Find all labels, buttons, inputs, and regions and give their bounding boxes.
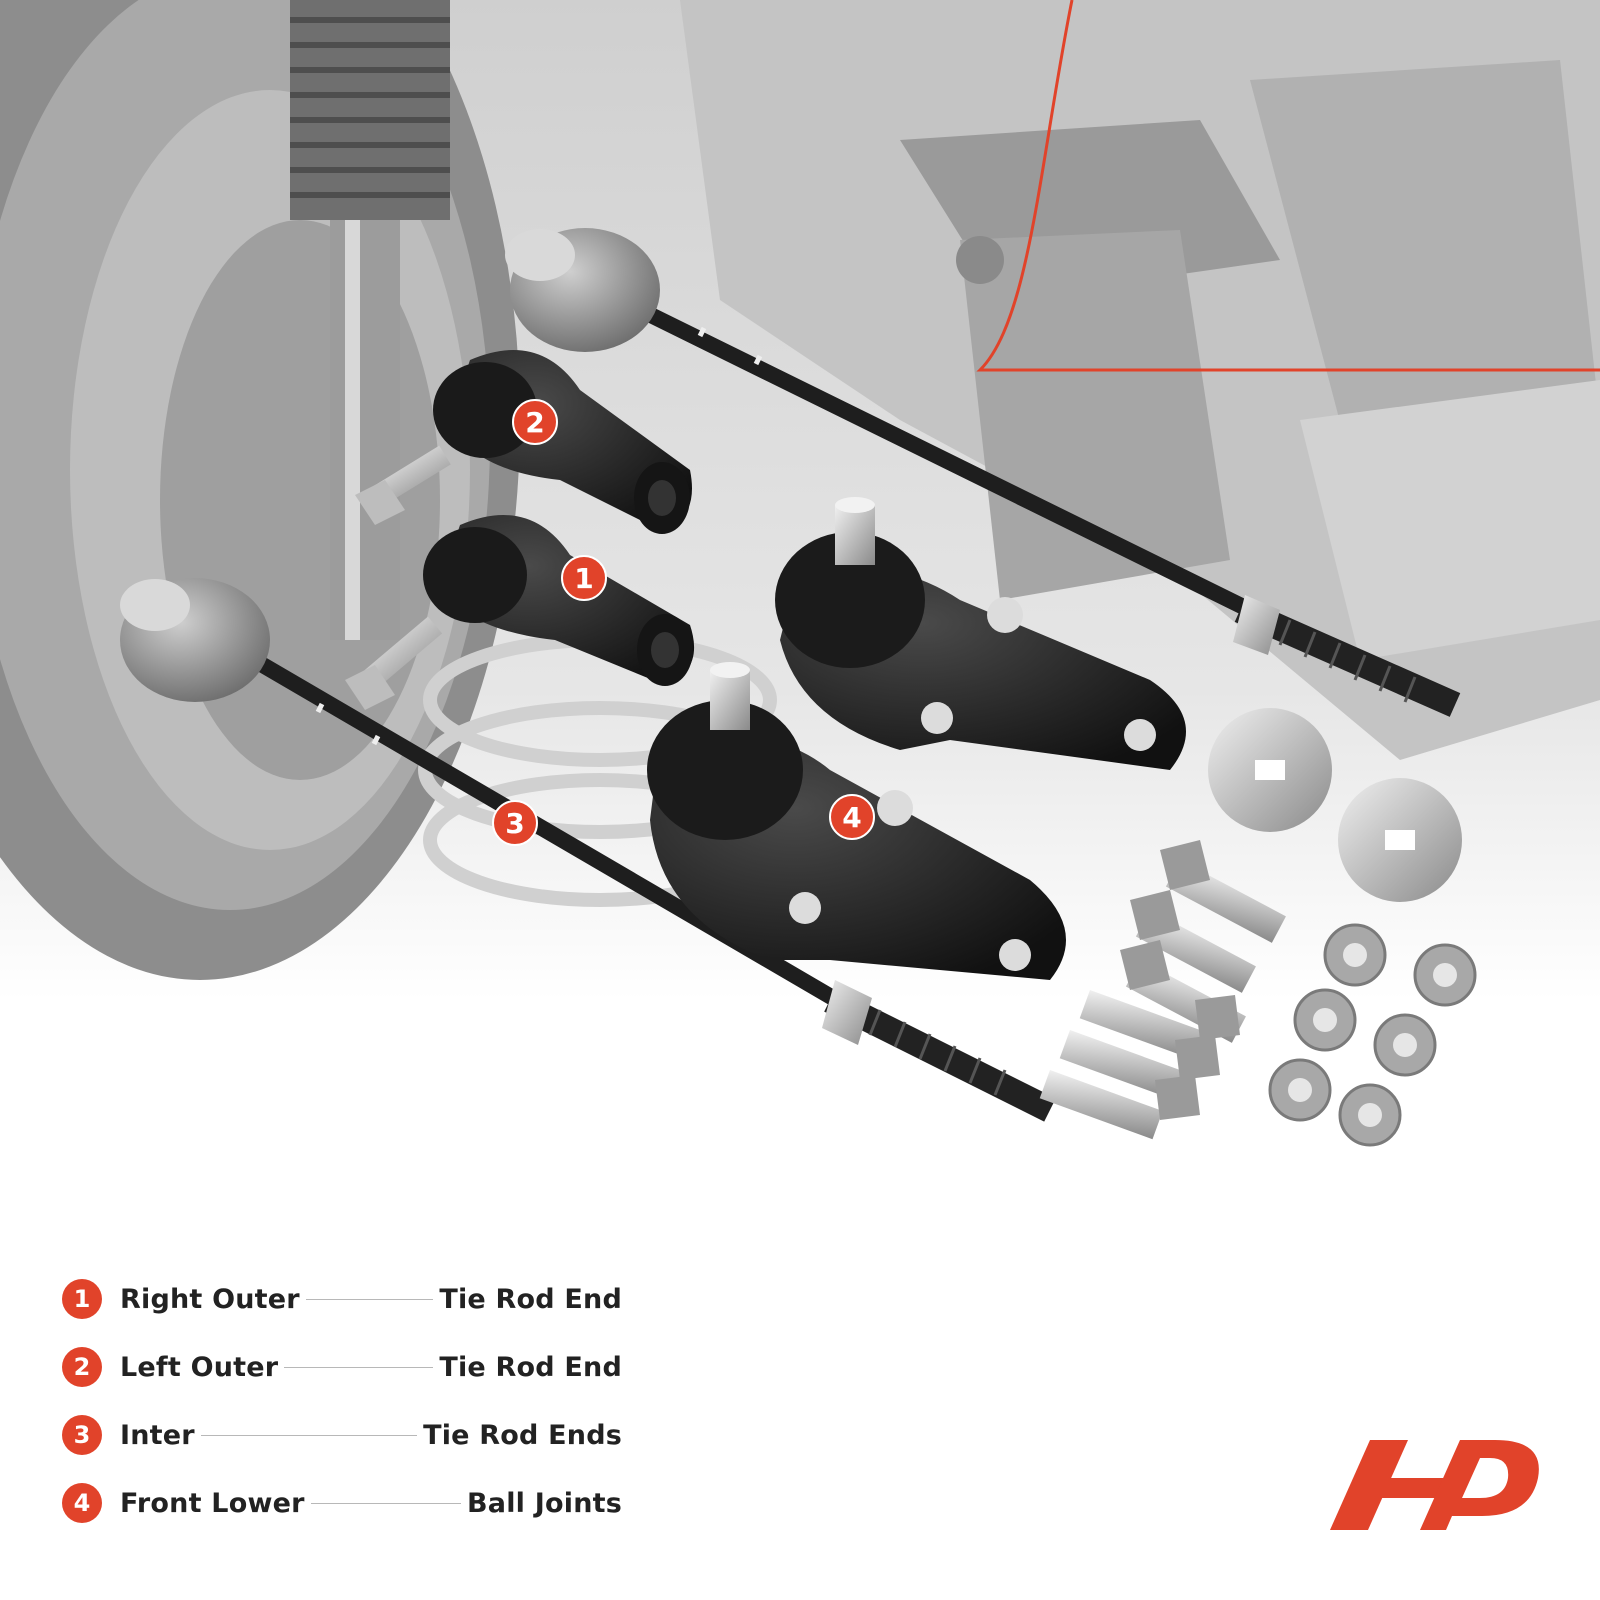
legend-number-badge: 2: [62, 1347, 102, 1387]
callout-number: 3: [505, 807, 524, 840]
left-outer-tie-rod-end: [355, 350, 692, 534]
legend-leader-line: [310, 1502, 462, 1504]
legend-number-badge: 4: [62, 1483, 102, 1523]
legend-position: Front Lower: [120, 1487, 305, 1519]
callout-badge-2: 2: [512, 399, 558, 445]
parts-legend: 1 Right Outer Tie Rod End 2 Left Outer T…: [62, 1278, 622, 1550]
legend-number-badge: 3: [62, 1415, 102, 1455]
upper-inner-tie-rod: [505, 228, 1461, 717]
right-outer-tie-rod-end: [345, 515, 695, 710]
hardware-kit: [1039, 708, 1477, 1147]
callout-badge-3: 3: [492, 800, 538, 846]
legend-leader-line: [305, 1298, 434, 1300]
ball-joint-upper: [775, 497, 1186, 770]
legend-row: 3 Inter Tie Rod Ends: [62, 1414, 622, 1456]
ap-logo-icon: [1330, 1440, 1539, 1530]
legend-row: 4 Front Lower Ball Joints: [62, 1482, 622, 1524]
legend-number-badge: 1: [62, 1279, 102, 1319]
legend-leader-line: [200, 1434, 418, 1436]
callout-badge-1: 1: [561, 555, 607, 601]
legend-row: 1 Right Outer Tie Rod End: [62, 1278, 622, 1320]
legend-position: Inter: [120, 1419, 195, 1451]
legend-part-name: Tie Rod Ends: [423, 1419, 622, 1451]
callout-number: 4: [842, 801, 861, 834]
callout-badge-4: 4: [829, 794, 875, 840]
legend-part-name: Ball Joints: [467, 1487, 622, 1519]
legend-position: Left Outer: [120, 1351, 279, 1383]
legend-leader-line: [284, 1366, 434, 1368]
callout-number: 1: [574, 562, 593, 595]
legend-position: Right Outer: [120, 1283, 300, 1315]
legend-part-name: Tie Rod End: [439, 1283, 622, 1315]
legend-part-name: Tie Rod End: [439, 1351, 622, 1383]
callout-number: 2: [525, 406, 544, 439]
legend-row: 2 Left Outer Tie Rod End: [62, 1346, 622, 1388]
ball-joint-lower: [647, 662, 1066, 980]
